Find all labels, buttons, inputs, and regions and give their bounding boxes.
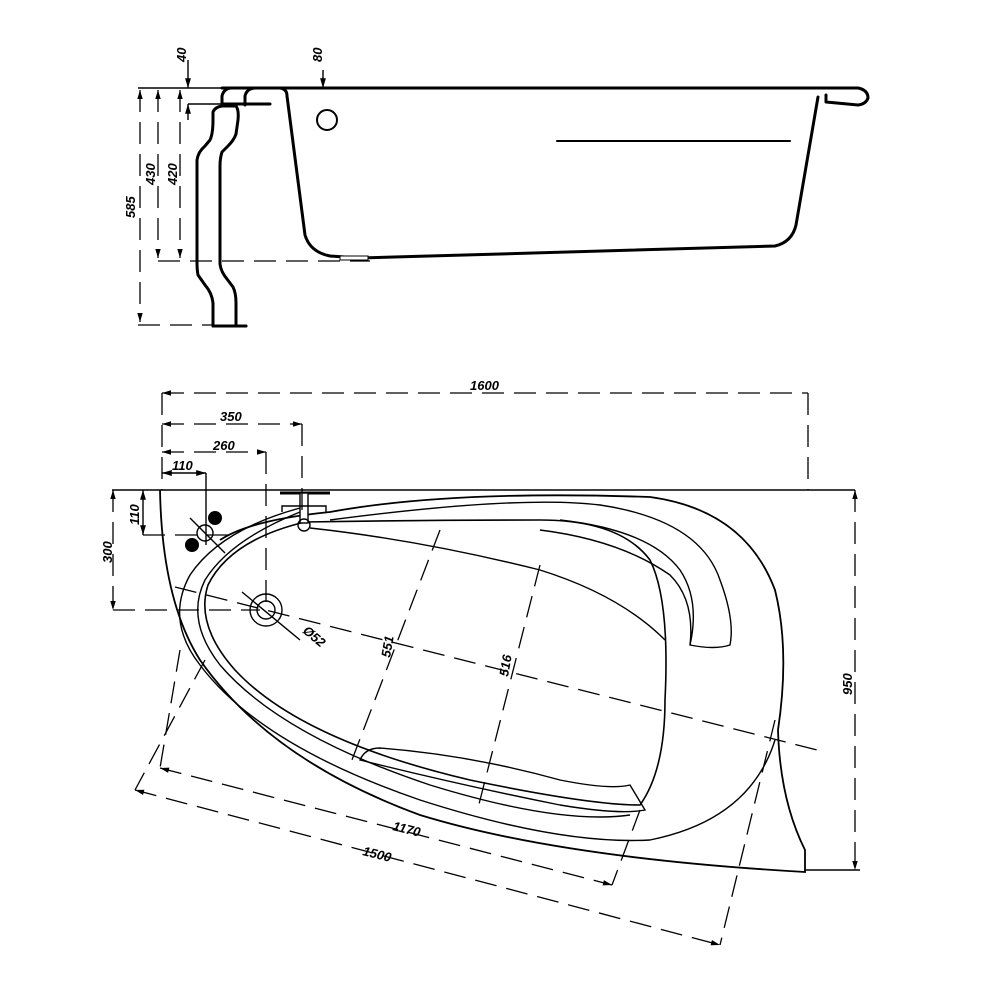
tub-rim	[220, 86, 870, 107]
control-knobs-icon	[185, 511, 226, 554]
dim-tap-260: 260	[212, 438, 235, 453]
overflow-hole	[316, 109, 338, 131]
dim-tap-350: 350	[220, 409, 242, 424]
dim-outer-length-1500: 1500	[361, 843, 393, 865]
outer-shell	[159, 489, 806, 873]
dim-height-585: 585	[123, 196, 138, 218]
dim-overflow-80: 80	[310, 47, 325, 62]
dim-inner-551: 551	[378, 635, 397, 659]
dim-tap-110: 110	[172, 458, 193, 473]
dim-length-1600: 1600	[470, 378, 500, 393]
basin-outline	[204, 519, 667, 806]
tub-body	[285, 94, 820, 260]
side-view: 40 80 585 430 420	[123, 47, 870, 328]
dim-inner-length-1170: 1170	[391, 818, 423, 840]
dim-inner-516: 516	[496, 653, 515, 678]
rim-outline	[178, 507, 776, 842]
dim-width-950: 950	[840, 673, 855, 695]
dim-vertical-300: 300	[100, 541, 115, 563]
drain-icon	[241, 591, 301, 641]
center-axis	[174, 586, 826, 753]
dim-height-420: 420	[165, 163, 180, 186]
rim-profile	[220, 86, 289, 107]
top-view: 1600 350 260 110 110 300 Ø52 551 516 950…	[100, 378, 860, 946]
backrest	[329, 501, 732, 649]
dim-rim-40: 40	[174, 47, 189, 63]
dim-vertical-110: 110	[127, 504, 142, 525]
dim-drain-52: Ø52	[300, 623, 329, 651]
dim-height-430: 430	[143, 163, 158, 186]
faucet-icon	[280, 491, 330, 532]
support-leg	[195, 104, 248, 328]
